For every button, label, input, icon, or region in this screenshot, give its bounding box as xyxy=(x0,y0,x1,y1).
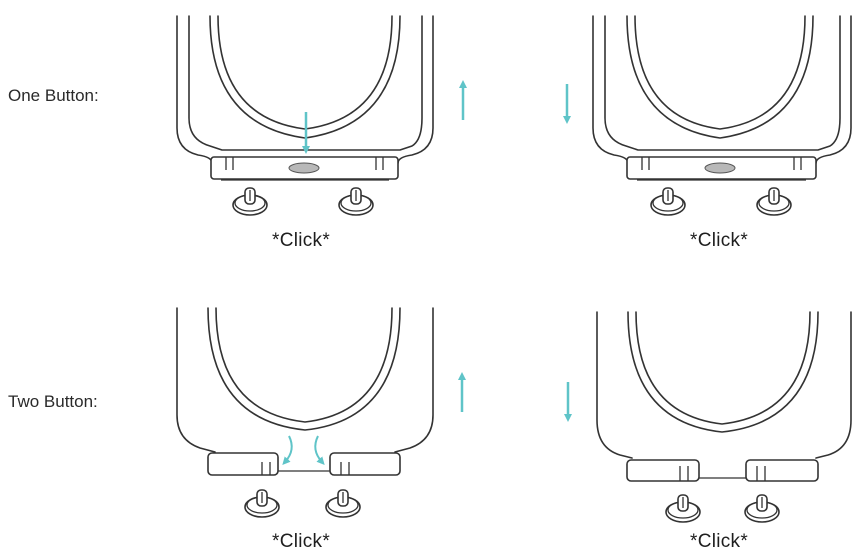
hinge-post-right xyxy=(756,187,792,216)
release-button-left xyxy=(626,459,700,482)
release-button xyxy=(704,162,736,174)
squeeze-arrow-icon xyxy=(282,435,293,465)
hinge-post-right xyxy=(744,494,780,523)
release-button-left xyxy=(207,452,279,476)
hinge-post-right xyxy=(338,187,374,216)
click-label-one-button-remove: *Click* xyxy=(272,230,331,251)
release-button-right xyxy=(329,452,401,476)
hinge-post-left xyxy=(232,187,268,216)
release-button xyxy=(288,162,320,174)
hinge-post-left xyxy=(665,494,701,523)
two-button-seat-removal xyxy=(176,307,466,518)
hinge-post-right xyxy=(325,489,361,518)
one-button-seat-attach xyxy=(563,15,852,216)
two-button-seat-attach xyxy=(564,311,852,523)
release-button-right xyxy=(745,459,819,482)
row-label-two-button: Two Button: xyxy=(8,392,98,411)
squeeze-arrow-icon xyxy=(314,435,325,465)
row-label-one-button: One Button: xyxy=(8,86,99,105)
hinge-post-left xyxy=(244,489,280,518)
click-label-one-button-attach: *Click* xyxy=(690,230,749,251)
click-label-two-button-attach: *Click* xyxy=(690,531,749,552)
click-label-two-button-remove: *Click* xyxy=(272,531,331,552)
hinge-post-left xyxy=(650,187,686,216)
one-button-seat-removal xyxy=(176,15,467,216)
